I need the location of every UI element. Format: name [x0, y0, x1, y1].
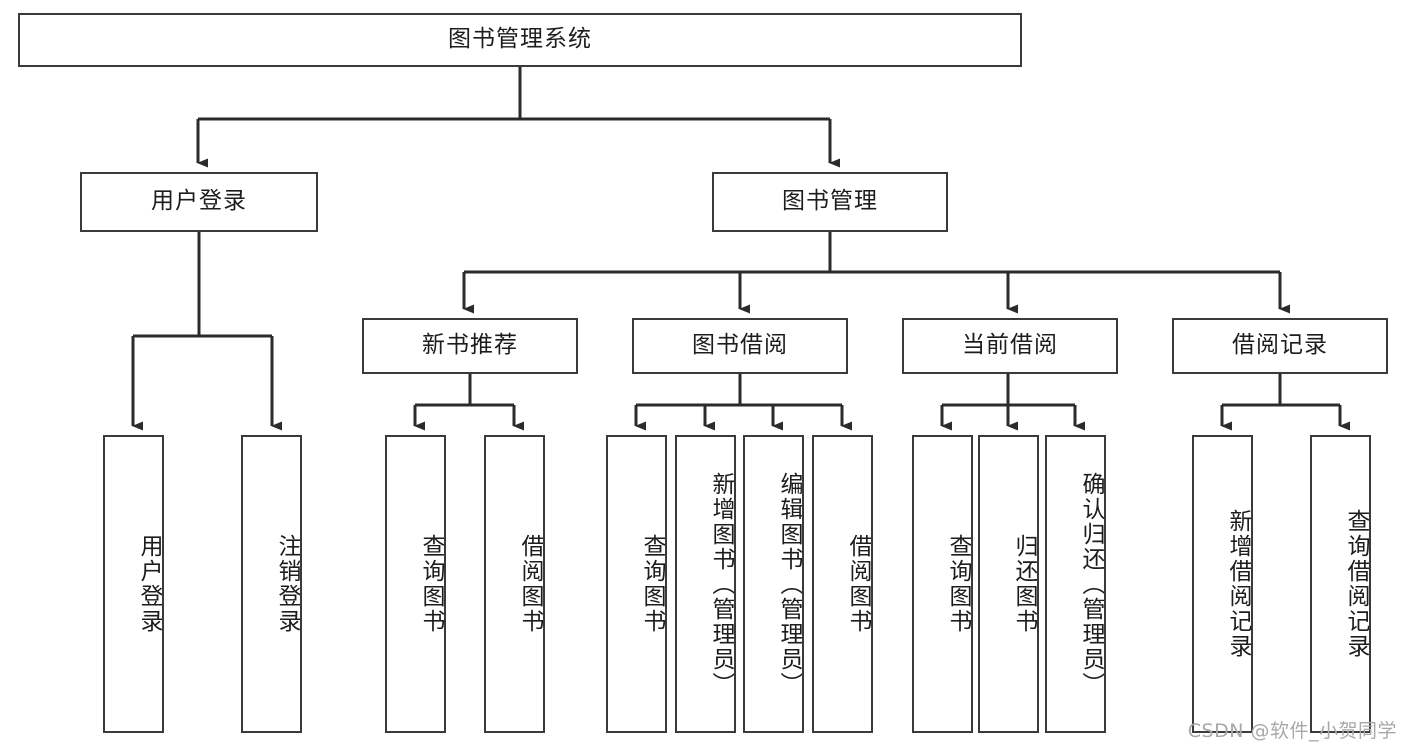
node-leaf-borrow-edit-label: 编辑图书（管理员） — [776, 471, 802, 697]
node-leaf-rec-borrow-label: 借阅图书 — [517, 534, 543, 634]
node-leaf-borrow-edit[interactable]: 编辑图书（管理员） — [743, 435, 804, 733]
node-book-borrow-label: 图书借阅 — [692, 332, 788, 359]
node-leaf-cur-confirm-label: 确认归还（管理员） — [1078, 471, 1104, 697]
node-leaf-rec-add[interactable]: 新增借阅记录 — [1192, 435, 1253, 733]
node-book-manage[interactable]: 图书管理 — [712, 172, 948, 232]
node-leaf-logout-label: 注销登录 — [274, 534, 300, 634]
node-current-borrow[interactable]: 当前借阅 — [902, 318, 1118, 374]
node-leaf-user-login[interactable]: 用户登录 — [103, 435, 164, 733]
node-leaf-logout[interactable]: 注销登录 — [241, 435, 302, 733]
node-root[interactable]: 图书管理系统 — [18, 13, 1022, 67]
node-leaf-rec-query-label: 查询图书 — [418, 534, 444, 634]
node-leaf-borrow-add[interactable]: 新增图书（管理员） — [675, 435, 736, 733]
node-leaf-borrow-add-label: 新增图书（管理员） — [708, 471, 734, 697]
node-user-login-label: 用户登录 — [151, 188, 247, 215]
node-book-borrow[interactable]: 图书借阅 — [632, 318, 848, 374]
node-user-login[interactable]: 用户登录 — [80, 172, 318, 232]
node-leaf-rec-search-label: 查询借阅记录 — [1343, 509, 1369, 659]
node-root-label: 图书管理系统 — [448, 26, 592, 53]
node-current-borrow-label: 当前借阅 — [962, 332, 1058, 359]
node-leaf-cur-return[interactable]: 归还图书 — [978, 435, 1039, 733]
node-leaf-cur-return-label: 归还图书 — [1011, 534, 1037, 634]
node-book-manage-label: 图书管理 — [782, 188, 878, 215]
node-new-book-rec-label: 新书推荐 — [422, 332, 518, 359]
watermark-text: CSDN @软件_小贺同学 — [1187, 720, 1397, 742]
node-leaf-borrow-query-label: 查询图书 — [639, 534, 665, 634]
node-leaf-borrow-query[interactable]: 查询图书 — [606, 435, 667, 733]
node-borrow-record-label: 借阅记录 — [1232, 332, 1328, 359]
node-leaf-rec-search[interactable]: 查询借阅记录 — [1310, 435, 1371, 733]
node-borrow-record[interactable]: 借阅记录 — [1172, 318, 1388, 374]
node-leaf-cur-query-label: 查询图书 — [945, 534, 971, 634]
node-leaf-rec-borrow[interactable]: 借阅图书 — [484, 435, 545, 733]
node-leaf-rec-add-label: 新增借阅记录 — [1225, 509, 1251, 659]
node-leaf-borrow-take-label: 借阅图书 — [845, 534, 871, 634]
node-leaf-cur-query[interactable]: 查询图书 — [912, 435, 973, 733]
node-leaf-rec-query[interactable]: 查询图书 — [385, 435, 446, 733]
node-leaf-user-login-label: 用户登录 — [136, 534, 162, 634]
node-new-book-rec[interactable]: 新书推荐 — [362, 318, 578, 374]
node-leaf-cur-confirm[interactable]: 确认归还（管理员） — [1045, 435, 1106, 733]
node-leaf-borrow-take[interactable]: 借阅图书 — [812, 435, 873, 733]
